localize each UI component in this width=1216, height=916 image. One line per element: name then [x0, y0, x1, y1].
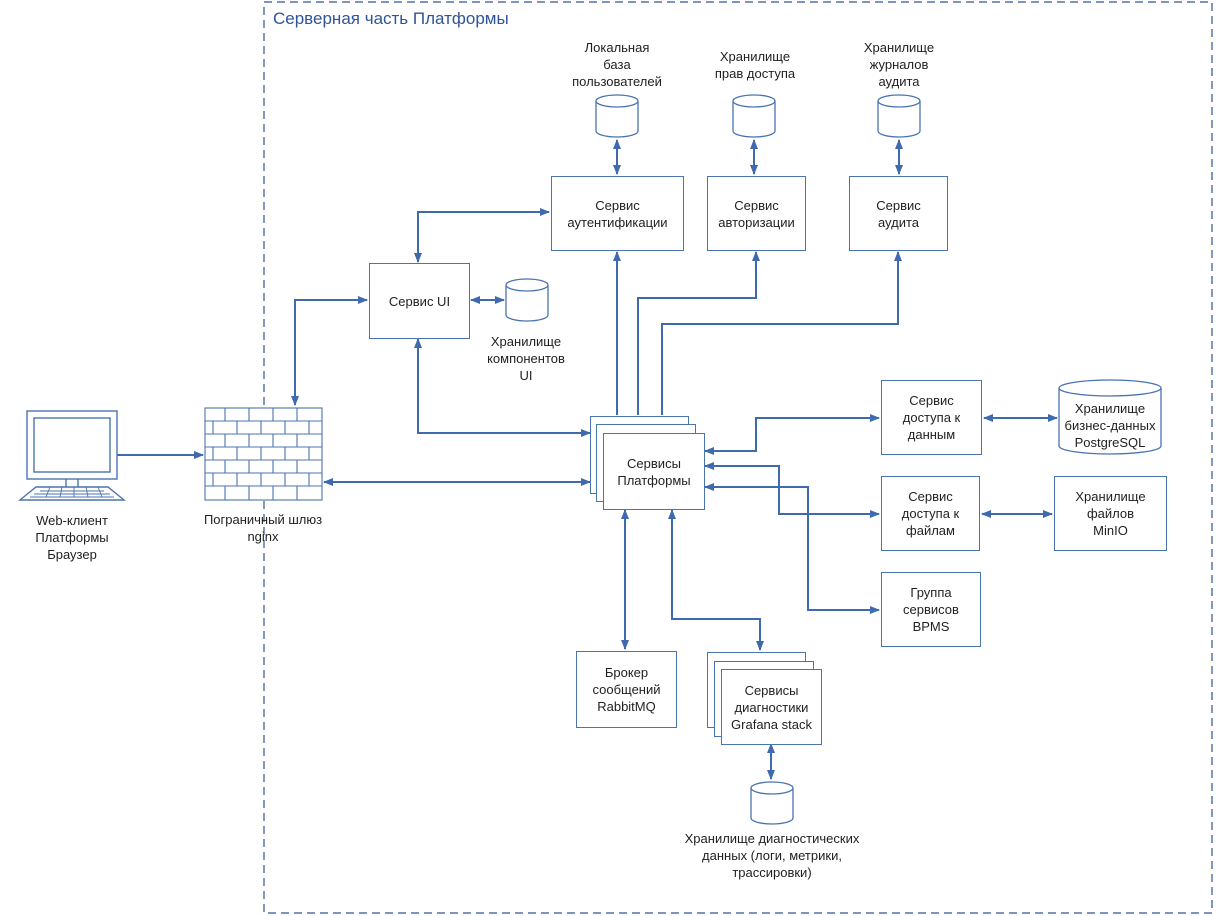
- gateway-ui-arrow: [291, 296, 368, 406]
- firewall-icon: [204, 407, 323, 501]
- file-access-service-box[interactable]: Сервис доступа к файлам: [881, 476, 980, 551]
- ui-platform-arrow: [414, 338, 591, 437]
- data-access-service-box[interactable]: Сервис доступа к данным: [881, 380, 982, 455]
- local-users-db-icon: [595, 94, 639, 138]
- authz-service-box[interactable]: Сервис авторизации: [707, 176, 806, 251]
- platform-file-access-arrow: [704, 462, 880, 518]
- platform-diagnostics-arrow: [668, 509, 764, 651]
- diagnostics-db-icon: [750, 781, 794, 825]
- ui-components-storage-label: Хранилище компонентов UI: [487, 334, 565, 383]
- server-region-border: [263, 1, 1213, 914]
- gateway-label: Пограничный шлюз nginx: [203, 512, 323, 544]
- platform-audit-arrow: [661, 251, 902, 415]
- diagnostics-storage-label: Хранилище диагностических данных (логи, …: [684, 831, 860, 880]
- access-rights-storage-label: Хранилище прав доступа: [714, 49, 796, 81]
- region-title: Серверная часть Платформы: [273, 9, 509, 28]
- local-users-storage-label: Локальная база пользователей: [572, 40, 662, 89]
- auth-service-box[interactable]: Сервис аутентификации: [551, 176, 684, 251]
- platform-services-box[interactable]: Сервисы Платформы: [603, 433, 705, 510]
- ui-service-box[interactable]: Сервис UI: [369, 263, 470, 339]
- ui-auth-arrow: [414, 208, 550, 263]
- audit-logs-db-icon: [877, 94, 921, 138]
- audit-service-box[interactable]: Сервис аудита: [849, 176, 948, 251]
- client-label: Web-клиент Платформы Браузер: [35, 513, 109, 562]
- bpms-group-box[interactable]: Группа сервисов BPMS: [881, 572, 981, 647]
- minio-storage-box[interactable]: Хранилище файлов MinIO: [1054, 476, 1167, 551]
- platform-authz-arrow: [637, 251, 760, 415]
- postgres-db-icon: [1058, 379, 1162, 455]
- broker-box[interactable]: Брокер сообщений RabbitMQ: [576, 651, 677, 728]
- ui-components-db-icon: [505, 278, 549, 322]
- platform-data-access-arrow: [704, 414, 880, 455]
- diagnostics-services-box[interactable]: Сервисы диагностики Grafana stack: [721, 669, 822, 745]
- postgres-storage-label: Хранилище бизнес-данных PostgreSQL: [1064, 401, 1156, 450]
- computer-icon: [18, 410, 126, 501]
- access-rights-db-icon: [732, 94, 776, 138]
- platform-bpms-arrow: [704, 483, 880, 614]
- audit-logs-storage-label: Хранилище журналов аудита: [863, 40, 935, 89]
